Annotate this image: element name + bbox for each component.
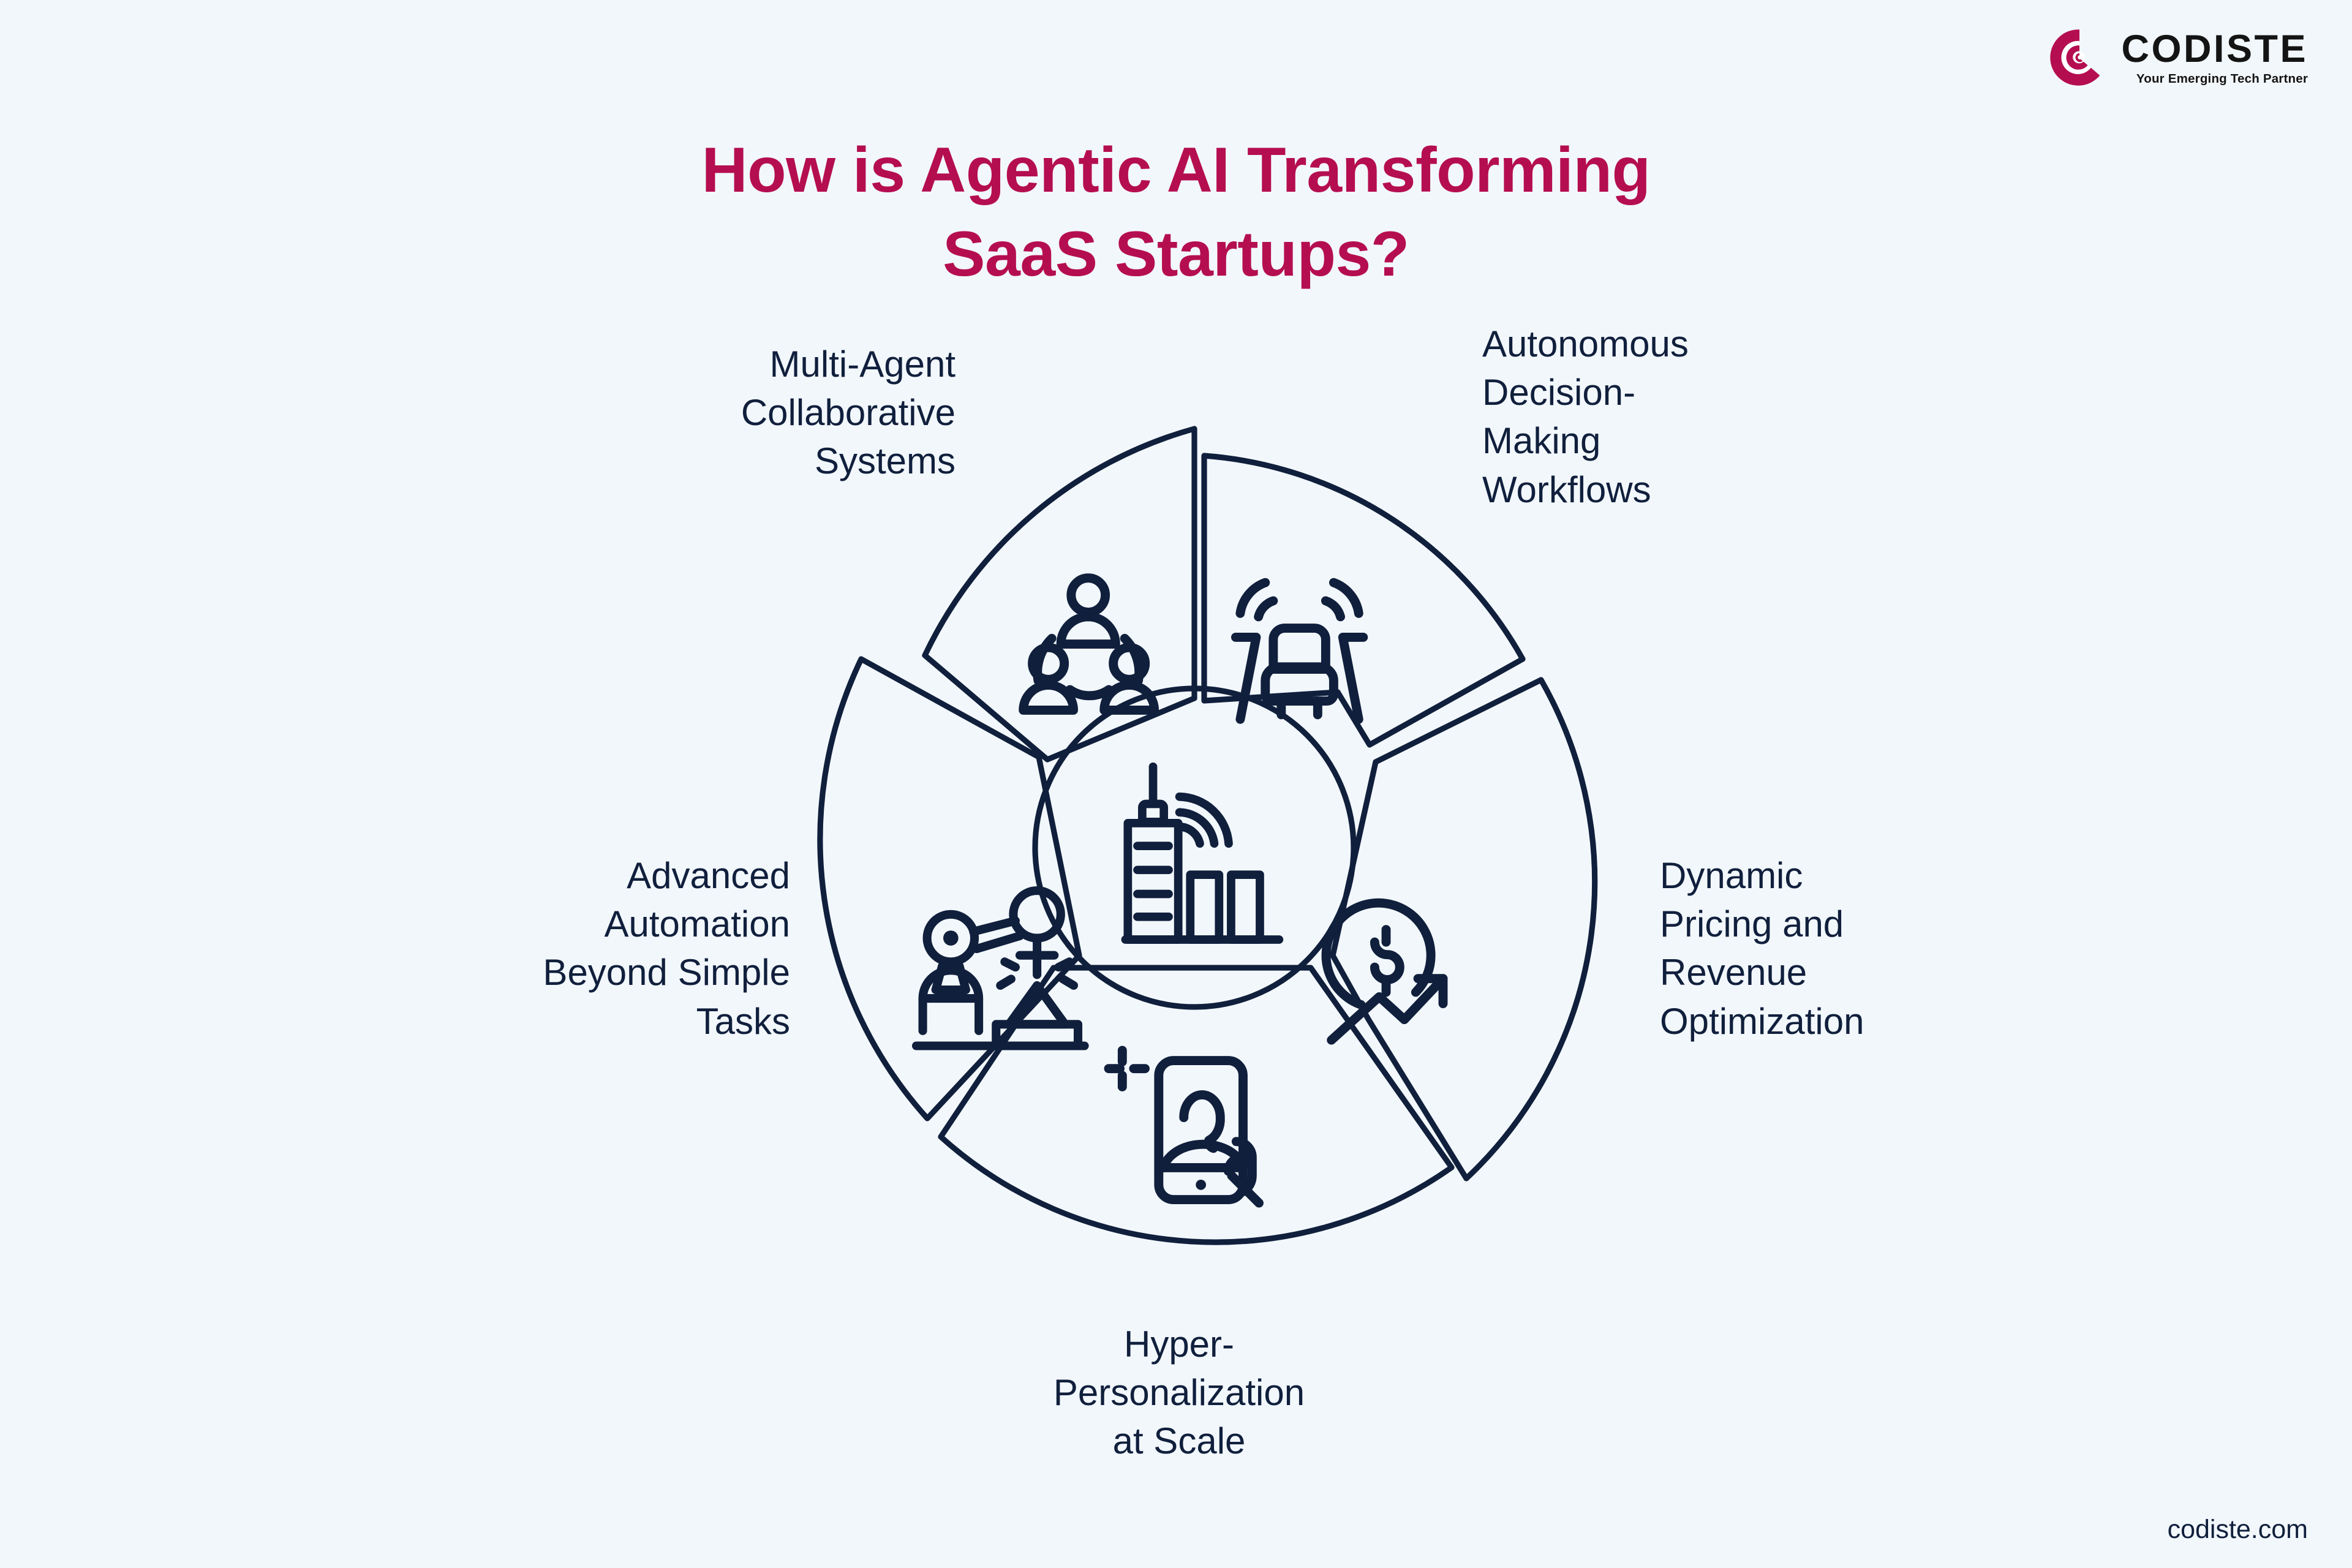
segment-label-dynamic-pricing-and-revenue-optimization: Dynamic Pricing and Revenue Optimization <box>1660 855 1864 1042</box>
footer-website: codiste.com <box>2167 1515 2308 1544</box>
logo-tagline: Your Emerging Tech Partner <box>2136 71 2308 86</box>
robotic-welding-arm-icon <box>911 886 1089 1050</box>
page-title-line-1: How is Agentic AI Transforming <box>701 134 1651 206</box>
logo-wordmark: CODISTE <box>2121 27 2308 70</box>
segmented-wheel-diagram <box>741 392 1648 1298</box>
segment-label-autonomous-decision-making-workflows: Autonomous Decision- Making Workflows <box>1482 323 1689 510</box>
segment-label-multi-agent-collaborative-systems: Multi-Agent Collaborative Systems <box>741 344 956 482</box>
three-connected-people-icon <box>1019 573 1159 715</box>
segment-label-advanced-automation-beyond-simple-tasks: Advanced Automation Beyond Simple Tasks <box>543 855 790 1042</box>
page-title-line-2: SaaS Startups? <box>943 218 1409 290</box>
self-driving-car-icon <box>1231 578 1368 724</box>
center-circle <box>1032 685 1357 1010</box>
wedge-autonomous-decision-making-workflows <box>1201 453 1526 748</box>
smartphone-user-touch-icon <box>1104 1046 1264 1208</box>
wedge-dynamic-pricing-and-revenue-optimization <box>1330 677 1598 1182</box>
page-title: How is Agentic AI Transforming SaaS Star… <box>0 129 2352 297</box>
codiste-circular-c-mark-icon <box>2050 29 2100 86</box>
smart-building-analytics-icon <box>1121 762 1284 944</box>
wedge-multi-agent-collaborative-systems <box>922 426 1197 763</box>
wedge-hyper-personalization-at-scale <box>938 965 1455 1245</box>
dollar-growth-arrow-icon <box>1321 898 1448 1045</box>
wedge-advanced-automation-beyond-simple-tasks <box>817 656 1082 1121</box>
segment-label-hyper-personalization-at-scale: Hyper- Personalization at Scale <box>1053 1324 1305 1462</box>
codiste-logo: CODISTE Your Emerging Tech Partner <box>2048 26 2308 89</box>
